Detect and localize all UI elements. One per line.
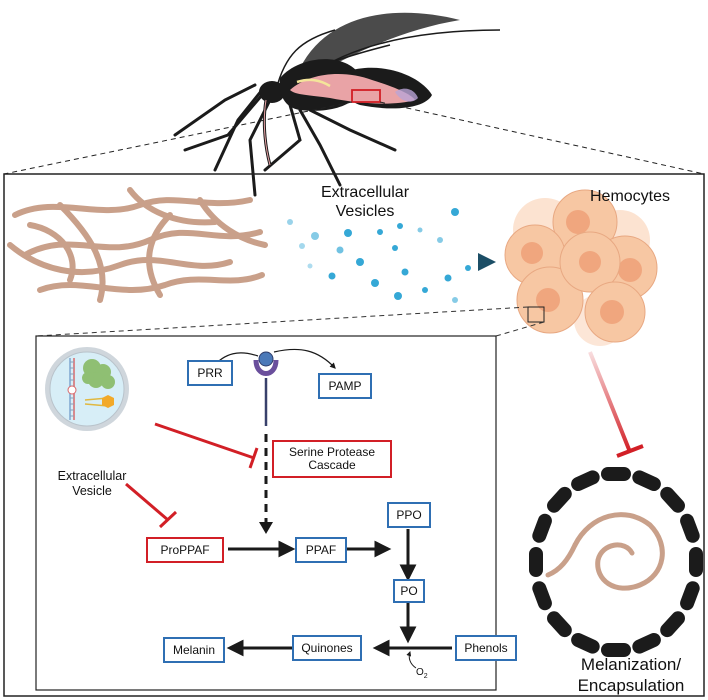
melanin-capsule-segment — [660, 486, 685, 513]
extracellular-vesicle-inset-label: Extracellular Vesicle — [42, 469, 142, 499]
mosquito-head — [259, 81, 285, 103]
cascade-dashed-arrowhead — [259, 522, 273, 534]
nematode-cluster — [7, 187, 268, 303]
extracellular-vesicle-icon — [45, 347, 129, 431]
pamp-node: PAMP — [318, 373, 372, 399]
melanization-label-line1: Melanization/ — [580, 655, 682, 674]
melanin-capsule-segment — [680, 513, 700, 543]
mosquito-highlight-box — [351, 89, 381, 103]
hemocyte-zoom-box — [527, 306, 545, 323]
melanization-capsule — [529, 467, 703, 657]
po-node: PO — [393, 579, 425, 603]
melanin-capsule-segment — [571, 470, 600, 492]
ev-inset-label-line1: Extracellular — [57, 469, 127, 483]
extracellular-vesicles-label-line1: Extracellular — [320, 184, 410, 201]
melanin-capsule-segment — [571, 632, 600, 654]
hemocyte-cluster — [504, 189, 658, 346]
ev-inhibit-proppaf-line — [125, 482, 169, 522]
melanin-capsule-segment — [660, 611, 685, 638]
ev-inset-label-line2: Vesicle — [72, 484, 112, 498]
prr-node: PRR — [187, 360, 233, 386]
serine-protease-cascade-node: Serine Protease Cascade — [272, 440, 392, 478]
melanin-capsule-segment — [547, 486, 572, 513]
melanin-capsule-segment — [601, 467, 631, 481]
vesicle-particles — [287, 208, 471, 303]
encapsulated-nematode — [545, 512, 665, 591]
outer-panel-frame — [3, 173, 705, 697]
melanization-inhibit-bar — [616, 444, 644, 458]
o2-input-arrow — [406, 651, 417, 669]
zoom-line-right — [379, 101, 705, 175]
mosquito-wing — [300, 12, 460, 78]
ev-transfer-arrow-head — [478, 253, 496, 271]
ev-inhibit-serine-line — [154, 422, 255, 460]
oxygen-subscript: 2 — [423, 673, 428, 680]
hemocyte-to-melanization-line — [588, 351, 632, 453]
quinones-node: Quinones — [292, 635, 362, 661]
inset-zoom-line-left — [35, 306, 529, 337]
melanin-capsule-segment — [532, 581, 552, 611]
melanin-capsule-segment — [529, 547, 543, 577]
receptor-icon — [253, 351, 279, 426]
extracellular-vesicles-label-line2: Vesicles — [335, 203, 395, 220]
melanin-capsule-segment — [632, 470, 661, 492]
oxygen-symbol: O — [416, 667, 424, 678]
mosquito-illustration — [173, 12, 501, 197]
ppaf-node: PPAF — [295, 537, 347, 563]
melanin-capsule-segment — [547, 611, 572, 638]
serine-node-line2: Cascade — [308, 458, 356, 472]
ev-inhibit-proppaf-bar — [158, 510, 178, 529]
melanization-label: Melanization/ Encapsulation — [556, 654, 706, 696]
melanin-node: Melanin — [163, 637, 225, 663]
oxygen-label: O2 — [416, 667, 428, 680]
melanin-capsule-segment — [601, 643, 631, 657]
melanin-capsule-segment — [689, 547, 703, 577]
serine-node-line1: Serine Protease — [288, 445, 376, 459]
melanin-capsule-segment — [632, 632, 661, 654]
receptor-to-pamp-arrow — [273, 348, 336, 369]
melanization-label-line2: Encapsulation — [577, 676, 685, 695]
extracellular-vesicles-label: Extracellular Vesicles — [305, 183, 425, 221]
ev-inhibit-serine-bar — [248, 447, 259, 469]
pathway-arrows — [226, 529, 452, 657]
hemocytes-label: Hemocytes — [590, 188, 671, 205]
phenols-node: Phenols — [455, 635, 517, 661]
proppaf-node: ProPPAF — [146, 537, 224, 563]
melanin-capsule-segment — [680, 581, 700, 611]
ppo-node: PPO — [387, 502, 431, 528]
melanin-capsule-segment — [532, 513, 552, 543]
